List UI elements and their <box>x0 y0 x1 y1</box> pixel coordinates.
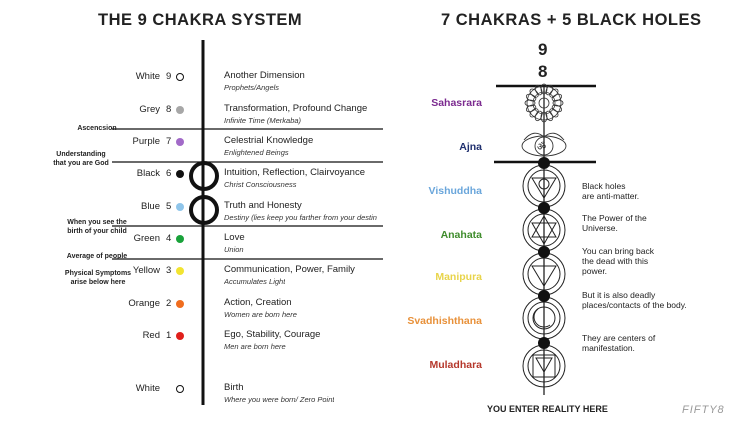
note-deadly: But it is also deadly places/contacts of… <box>582 290 687 310</box>
ajna-om-symbol: ॐ <box>537 142 547 153</box>
chakra-name-muladhara: Muladhara <box>429 359 482 371</box>
note-power: The Power of the Universe. <box>582 213 647 233</box>
chakra-name-sahasrara: Sahasrara <box>431 97 482 109</box>
level-subtitle: Where you were born/ Zero Point <box>224 395 335 404</box>
level-color-dot-icon <box>176 73 184 81</box>
level-title: Celestrial Knowledge <box>224 135 314 146</box>
chakra-name-manipura: Manipura <box>435 271 482 283</box>
level-color-dot-icon <box>176 267 184 275</box>
level-color-label: Blue <box>140 201 160 212</box>
level-color-label: Purple <box>132 136 160 147</box>
level-title: Another Dimension <box>224 70 305 81</box>
top-number-8: 8 <box>538 62 548 81</box>
chakra-name-ajna: Ajna <box>459 141 482 153</box>
level-subtitle: Enlightened Beings <box>224 148 289 157</box>
level-title: Action, Creation <box>224 297 292 308</box>
level-number: 7 <box>166 136 172 147</box>
level-subtitle: Destiny (lies keep you farther from your… <box>224 213 377 222</box>
level-number: 5 <box>166 201 172 212</box>
note-bring-back: You can bring back the dead with this po… <box>582 246 654 276</box>
level-title: Truth and Honesty <box>224 200 302 211</box>
level-color-label: Orange <box>128 298 160 309</box>
level-subtitle: Christ Consciousness <box>224 180 297 189</box>
level-subtitle: Union <box>224 245 244 254</box>
level-color-dot-icon <box>176 332 184 340</box>
level-color-label: White <box>135 383 160 394</box>
level-color-dot-icon <box>176 203 184 211</box>
right-title: 7 CHAKRAS + 5 BLACK HOLES <box>441 11 702 29</box>
level-subtitle: Women are born here <box>224 310 297 319</box>
note-anti-matter: Black holes are anti-matter. <box>582 181 640 201</box>
figure-eight-icon <box>189 161 219 225</box>
bottom-caption: YOU ENTER REALITY HERE <box>487 404 608 414</box>
level-color-dot-icon <box>176 138 184 146</box>
level-color-label: Green <box>133 233 160 244</box>
level-color-label: Red <box>142 330 160 341</box>
chakra-name-vishuddha: Vishuddha <box>428 185 482 197</box>
level-number: 4 <box>166 233 172 244</box>
level-title: Transformation, Profound Change <box>224 103 368 114</box>
level-subtitle: Infinite Time (Merkaba) <box>224 116 302 125</box>
level-subtitle: Accumulates Light <box>224 277 286 286</box>
level-color-dot-icon <box>176 300 184 308</box>
chakra-name-anahata: Anahata <box>440 229 482 241</box>
level-subtitle: Prophets/Angels <box>224 83 280 92</box>
level-number: 8 <box>166 104 172 115</box>
level-title: Ego, Stability, Courage <box>224 329 321 340</box>
side-note-physical-symptoms: Physical Symptoms arise below here <box>64 270 132 286</box>
chakra-name-svadhishthana: Svadhishthana <box>407 315 482 327</box>
level-color-dot-icon <box>176 170 184 178</box>
left-title: THE 9 CHAKRA SYSTEM <box>98 11 303 29</box>
level-title: Intuition, Reflection, Clairvoyance <box>224 167 365 178</box>
level-title: Love <box>224 232 245 243</box>
brand-logo: FIFTY8 <box>682 404 725 416</box>
sahasrara-lotus-icon <box>524 83 564 123</box>
side-note-understanding: Understanding that you are God <box>53 151 109 167</box>
level-color-label: Grey <box>139 104 160 115</box>
side-note-birth-of-child: When you see the birth of your child <box>67 219 127 235</box>
note-manifestation: They are centers of manifestation. <box>582 333 656 353</box>
ajna-icon <box>521 132 567 157</box>
level-title: Communication, Power, Family <box>224 264 355 275</box>
level-color-dot-icon <box>176 235 184 243</box>
top-number-9: 9 <box>538 40 548 59</box>
level-number: 6 <box>166 168 172 179</box>
level-color-dot-icon <box>176 106 184 114</box>
black-hole-dots <box>538 157 550 349</box>
level-number: 3 <box>166 265 172 276</box>
level-title: Birth <box>224 382 244 393</box>
level-color-label: White <box>135 71 160 82</box>
level-number: 1 <box>166 330 172 341</box>
muladhara-icon <box>522 344 566 388</box>
level-color-label: Black <box>136 168 160 179</box>
level-color-label: Yellow <box>132 265 160 276</box>
level-color-dot-icon <box>176 385 184 393</box>
level-number: 2 <box>166 298 172 309</box>
side-note-ascension: Ascencsion <box>77 125 117 132</box>
level-number: 9 <box>166 71 172 82</box>
level-subtitle: Men are born here <box>224 342 286 351</box>
side-note-average: Average of people <box>66 253 128 260</box>
